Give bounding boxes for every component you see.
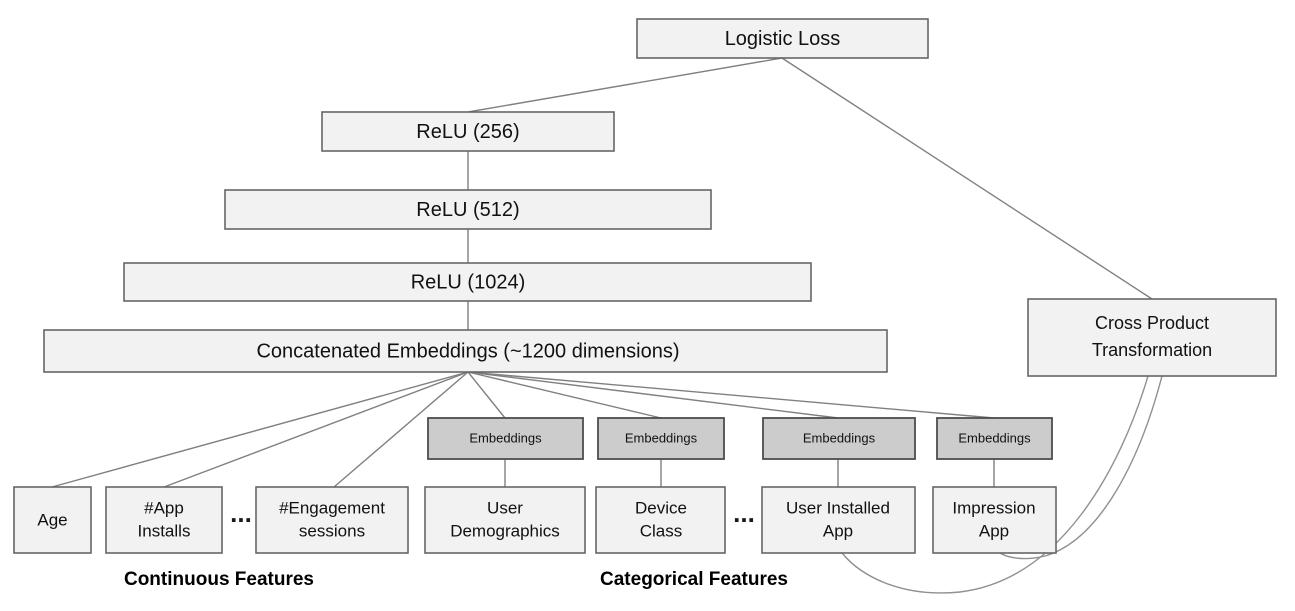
user-demographics-box[interactable] [424,486,586,554]
node-embeddings-2[interactable]: Embeddings [597,417,725,460]
relu-256-box[interactable] [321,111,615,152]
node-feature-impression-app[interactable]: Impression App [932,486,1057,554]
relu-1024-label: ReLU (1024) [411,271,526,293]
impression-app-label-line1: Impression [952,498,1035,517]
app-installs-label-line2: Installs [138,521,191,540]
edge-cross-product-to-impression-app [999,375,1163,560]
impression-app-label-line2: App [979,521,1009,540]
edge-logistic-loss-to-relu256 [467,57,783,113]
node-feature-age[interactable]: Age [13,486,92,554]
concatenated-embeddings-box[interactable] [43,329,888,373]
node-feature-app-installs[interactable]: #App Installs [105,486,223,554]
impression-app-box[interactable] [932,486,1057,554]
node-relu-256[interactable]: ReLU (256) [321,111,615,152]
relu-512-label: ReLU (512) [416,199,519,221]
edge-concat-to-embeddings-3 [467,371,839,419]
node-feature-engagement-sessions[interactable]: #Engagement sessions [255,486,409,554]
embeddings-4-label: Embeddings [958,430,1031,445]
embeddings-2-box[interactable] [597,417,725,460]
relu-256-label: ReLU (256) [416,121,519,143]
edge-cross-product-to-user-installed-app [841,375,1149,594]
embeddings-1-box[interactable] [427,417,584,460]
device-class-box[interactable] [595,486,726,554]
node-embeddings-3[interactable]: Embeddings [762,417,916,460]
edge-concat-to-engagement-sessions [333,371,469,488]
node-relu-1024[interactable]: ReLU (1024) [123,262,812,302]
engagement-sessions-label-line2: sessions [299,521,365,540]
node-cross-product-transformation[interactable]: Cross Product Transformation [1027,298,1277,377]
logistic-loss-box[interactable] [636,18,929,59]
user-installed-app-box[interactable] [761,486,916,554]
embeddings-3-box[interactable] [762,417,916,460]
node-concatenated-embeddings[interactable]: Concatenated Embeddings (~1200 dimension… [43,329,888,373]
section-label-continuous-features: Continuous Features [124,569,314,590]
user-installed-app-label-line1: User Installed [786,498,890,517]
device-class-label-line1: Device [635,498,687,517]
engagement-sessions-label-line1: #Engagement [279,498,385,517]
node-logistic-loss[interactable]: Logistic Loss [636,18,929,59]
edge-concat-to-age [51,371,469,488]
embeddings-1-label: Embeddings [469,430,542,445]
edge-concat-to-embeddings-4 [467,371,995,419]
ellipsis-continuous: ... [230,498,252,528]
node-embeddings-1[interactable]: Embeddings [427,417,584,460]
embeddings-3-label: Embeddings [803,430,876,445]
node-feature-device-class[interactable]: Device Class [595,486,726,554]
logistic-loss-label: Logistic Loss [725,28,841,50]
node-relu-512[interactable]: ReLU (512) [224,189,712,230]
edge-concat-to-embeddings-2 [467,371,662,419]
app-installs-box[interactable] [105,486,223,554]
edge-concat-to-app-installs [163,371,469,488]
edge-layer [51,57,1163,594]
user-demographics-label-line2: Demographics [450,521,560,540]
ellipsis-categorical: ... [733,498,755,528]
edge-logistic-loss-to-cross-product [781,57,1153,300]
app-installs-label-line1: #App [144,498,184,517]
device-class-label-line2: Class [640,521,683,540]
user-demographics-label-line1: User [487,498,523,517]
age-label-line1: Age [37,510,67,529]
section-label-categorical-features: Categorical Features [600,569,788,590]
age-box[interactable] [13,486,92,554]
node-feature-user-installed-app[interactable]: User Installed App [761,486,916,554]
cross-product-label-line2: Transformation [1092,340,1212,360]
embeddings-2-label: Embeddings [625,430,698,445]
user-installed-app-label-line2: App [823,521,853,540]
engagement-sessions-box[interactable] [255,486,409,554]
node-embeddings-4[interactable]: Embeddings [936,417,1053,460]
relu-1024-box[interactable] [123,262,812,302]
relu-512-box[interactable] [224,189,712,230]
edge-concat-to-embeddings-1 [467,371,506,419]
cross-product-label-line1: Cross Product [1095,313,1209,333]
node-feature-user-demographics[interactable]: User Demographics [424,486,586,554]
concatenated-embeddings-label: Concatenated Embeddings (~1200 dimension… [256,340,679,362]
cross-product-transformation-box[interactable] [1027,298,1277,377]
embeddings-4-box[interactable] [936,417,1053,460]
